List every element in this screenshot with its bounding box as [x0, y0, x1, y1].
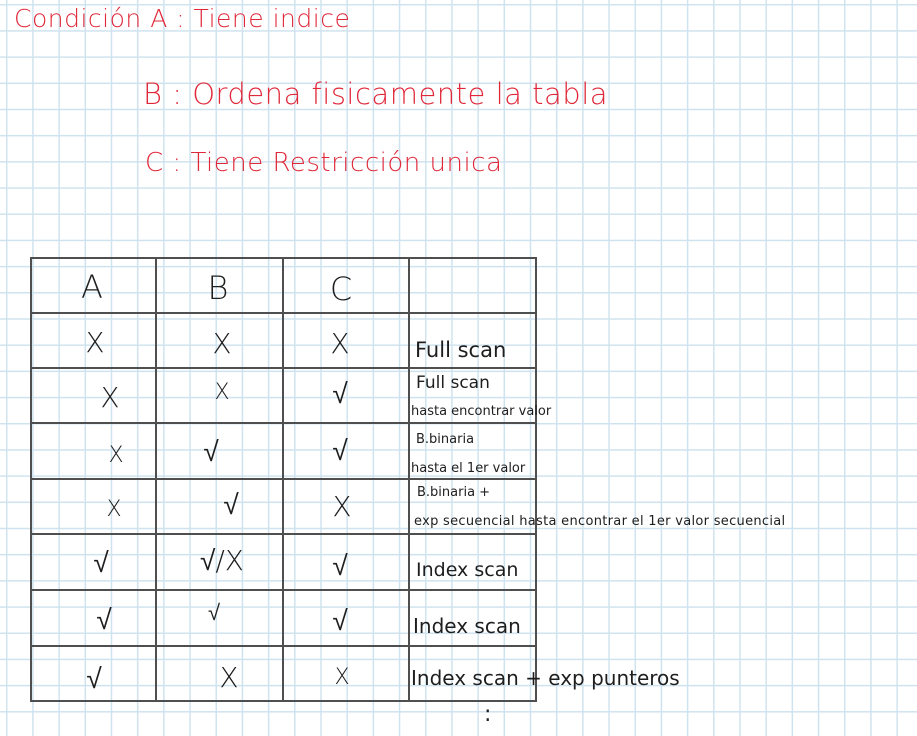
- row3-method-label-line1: B.binaria: [416, 432, 475, 447]
- table-column-divider: [282, 257, 284, 702]
- condition-c-text: C : Tiene Restricción unica: [145, 148, 503, 178]
- row4-method-label-line1: B.binaria +: [417, 485, 491, 500]
- cell-b-row6: √: [207, 601, 221, 626]
- table-border-left: [30, 257, 32, 702]
- condition-a-text: Condición A : Tiene indice: [14, 4, 351, 33]
- column-header-c: C: [329, 270, 353, 308]
- row3-method-label-line2: hasta el 1er valor: [411, 461, 526, 476]
- cell-a-row3: X: [108, 443, 124, 468]
- row5-method-label: Index scan: [416, 559, 519, 581]
- column-header-b: B: [207, 269, 229, 307]
- cell-b-row7: X: [219, 661, 239, 694]
- cell-b-row5: √/X: [200, 544, 244, 577]
- row2-method-label-line2: hasta encontrar valor: [411, 404, 552, 419]
- cell-c-row4: X: [332, 490, 352, 523]
- cell-c-row2: √: [332, 377, 348, 410]
- row4-method-label-line2: exp secuencial hasta encontrar el 1er va…: [414, 514, 786, 529]
- cell-a-row6: √: [96, 603, 112, 636]
- row6-method-label: Index scan: [413, 614, 521, 638]
- cell-a-row2: X: [100, 381, 120, 414]
- cell-a-row1: X: [85, 326, 105, 359]
- condition-b-text: B : Ordena fisicamente la tabla: [143, 77, 609, 111]
- cell-b-row2: X: [214, 380, 230, 405]
- cell-b-row3: √: [203, 435, 219, 468]
- cell-b-row1: X: [212, 327, 232, 360]
- trailing-colon-mark: :: [484, 702, 492, 727]
- cell-b-row4: √: [223, 488, 239, 521]
- table-column-divider: [155, 257, 157, 702]
- cell-c-row1: X: [330, 327, 350, 360]
- cell-a-row5: √: [93, 546, 109, 579]
- table-column-divider: [408, 257, 410, 702]
- row7-method-label: Index scan + exp punteros: [411, 666, 680, 690]
- cell-c-row7: X: [334, 665, 350, 690]
- row2-method-label-line1: Full scan: [416, 373, 490, 393]
- cell-c-row5: √: [332, 549, 348, 582]
- cell-c-row6: √: [332, 604, 348, 637]
- row1-method-label: Full scan: [415, 338, 507, 362]
- cell-c-row3: √: [332, 434, 348, 467]
- cell-a-row4: X: [106, 497, 122, 522]
- cell-a-row7: √: [86, 662, 102, 695]
- table-border-right: [535, 257, 537, 702]
- column-header-a: A: [81, 268, 103, 306]
